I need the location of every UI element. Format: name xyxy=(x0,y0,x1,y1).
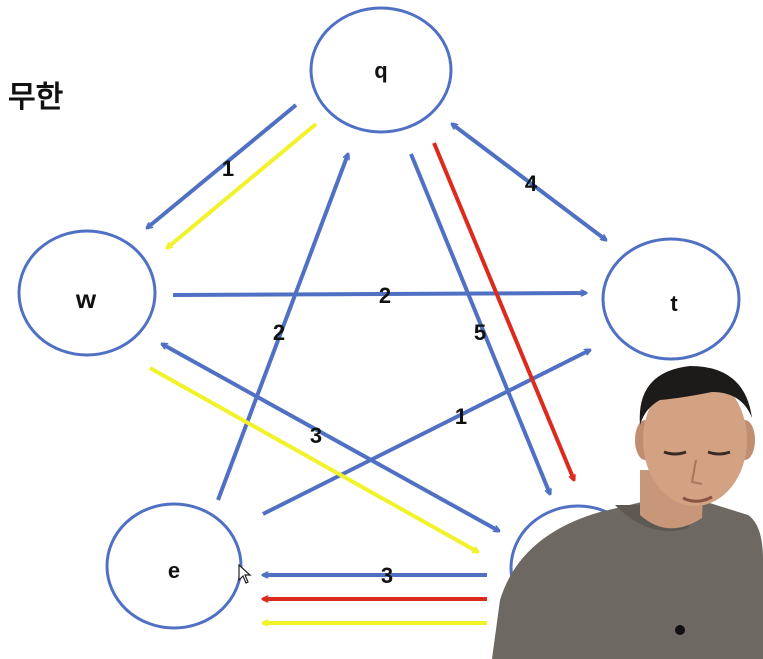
mouse-cursor-icon xyxy=(238,564,252,584)
weight-e-q: 2 xyxy=(273,320,285,345)
edge-q-t xyxy=(452,124,606,240)
weight-w-t: 2 xyxy=(379,283,391,308)
node-e: e xyxy=(105,502,243,630)
red-path-q-r xyxy=(432,142,574,480)
node-q-label: q xyxy=(374,58,387,83)
weight-r-e: 3 xyxy=(381,563,393,588)
weight-e-t: 1 xyxy=(455,404,467,429)
slide-title: 무한 xyxy=(8,80,64,115)
presenter-photo xyxy=(492,366,763,659)
yellow-path-q-w xyxy=(167,122,318,248)
node-q: q xyxy=(309,6,453,134)
node-w: w xyxy=(17,229,157,357)
weight-q-t: 4 xyxy=(525,171,538,196)
node-t-label: t xyxy=(670,291,678,316)
edge-q-r xyxy=(409,153,550,494)
node-t: t xyxy=(601,237,741,361)
node-e-label: e xyxy=(168,558,180,583)
weight-q-w: 1 xyxy=(222,156,234,181)
yellow-path-w-r xyxy=(149,366,478,554)
edge-r-w xyxy=(162,342,499,533)
weight-q-r: 5 xyxy=(474,320,486,345)
weight-r-w: 3 xyxy=(310,423,322,448)
edge-w-t xyxy=(172,293,586,297)
edge-q-w xyxy=(147,103,298,228)
node-w-label: w xyxy=(75,284,97,314)
